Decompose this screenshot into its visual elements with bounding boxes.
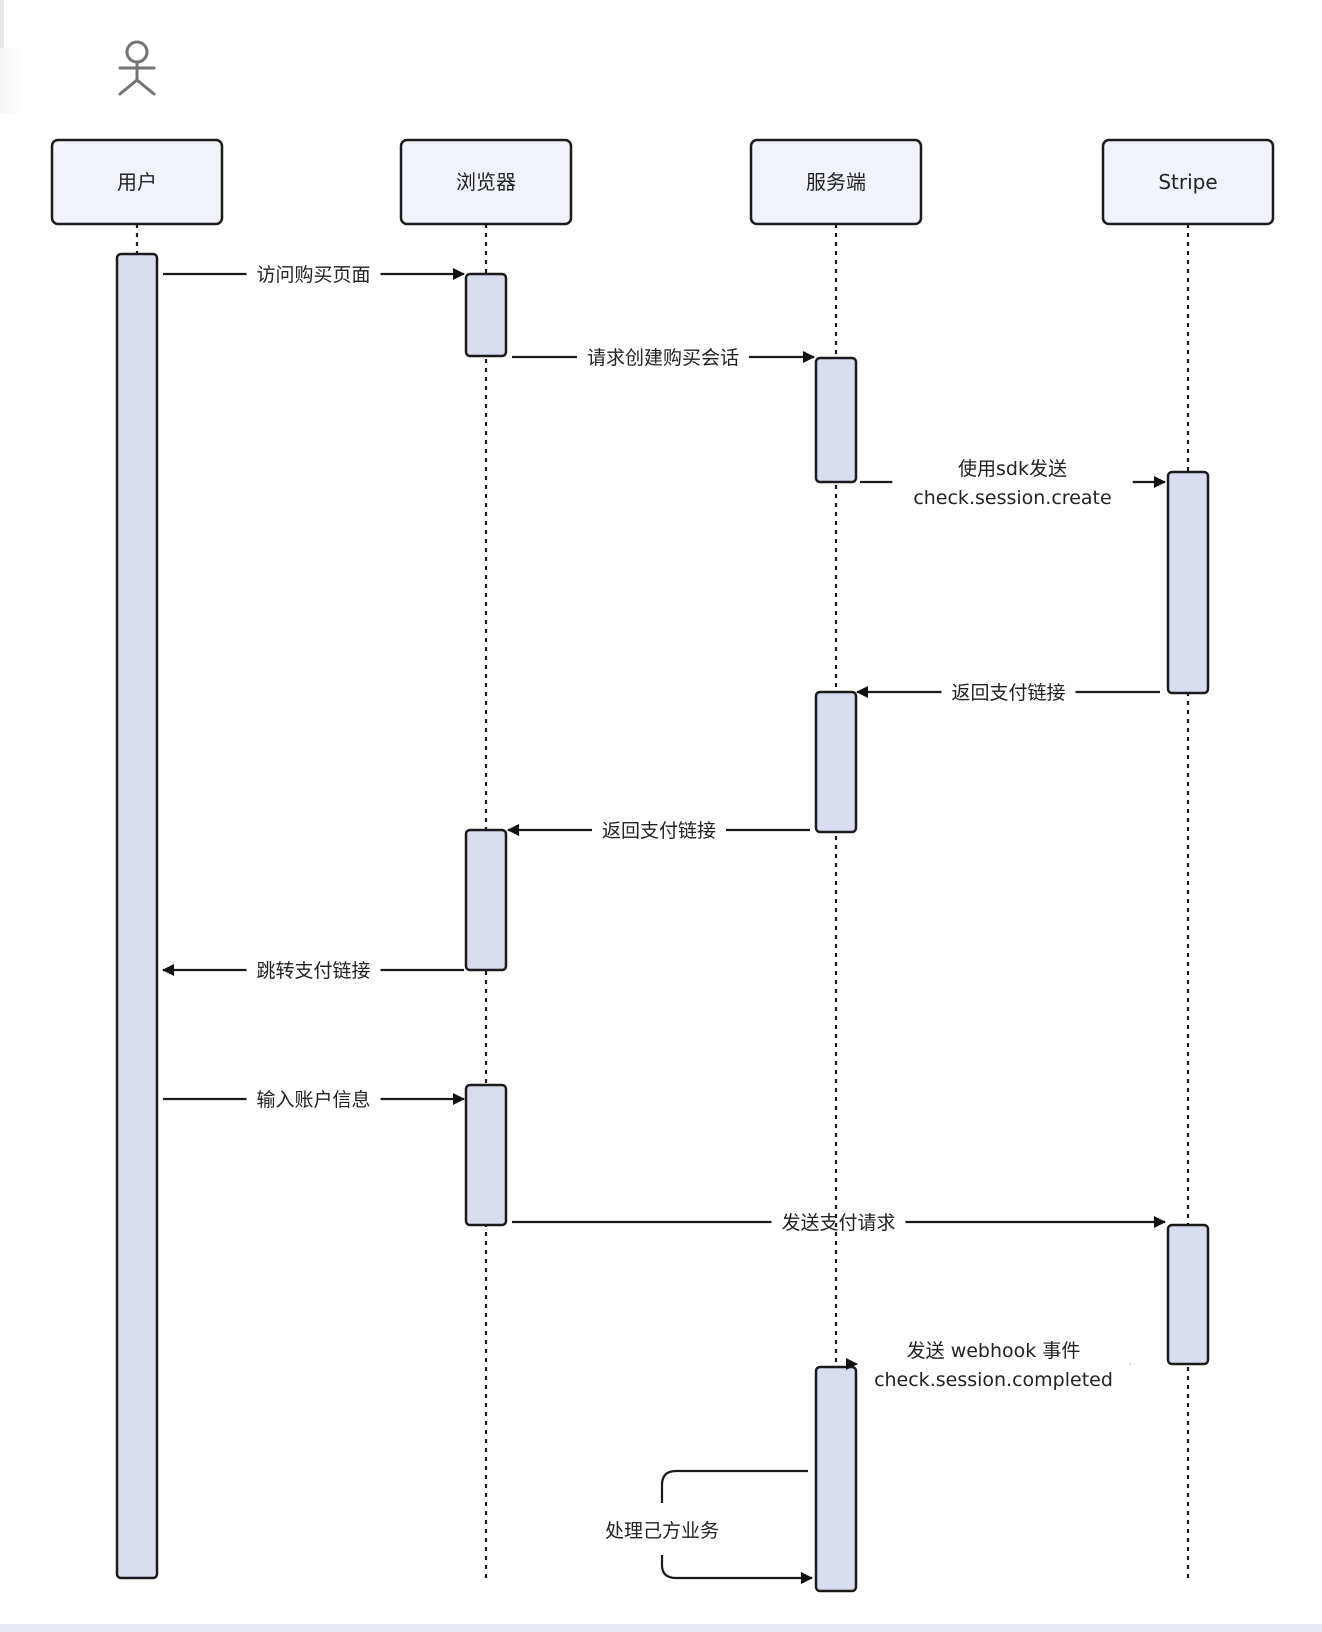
message-label-m9: 发送 webhook 事件 <box>907 1340 1081 1362</box>
message-label-m5: 返回支付链接 <box>602 820 716 842</box>
message-label-m6: 跳转支付链接 <box>256 960 370 982</box>
activation-bar-stripe <box>1166 470 1210 695</box>
participant-label-browser: 浏览器 <box>456 170 516 194</box>
self-loop-top <box>660 1469 808 1503</box>
message-m5: 返回支付链接 <box>507 820 810 842</box>
activation-bar-user <box>115 252 159 1580</box>
participant-box-server <box>749 138 923 226</box>
actor-icon <box>118 40 156 96</box>
activation-bar-browser <box>464 828 508 972</box>
message-label-m4: 返回支付链接 <box>951 682 1065 704</box>
participant-box-user <box>50 138 224 226</box>
activation-bar-stripe <box>1166 1223 1210 1366</box>
participant-label-user: 用户 <box>117 170 157 194</box>
activation-bar-browser <box>464 272 508 358</box>
message-m1: 访问购买页面 <box>163 264 465 286</box>
message-label-m9: check.session.completed <box>874 1369 1113 1391</box>
bottom-window-strip <box>0 1624 1322 1632</box>
participant-box-browser <box>399 138 573 226</box>
activation-bar-server <box>814 690 858 834</box>
message-label-m3: check.session.create <box>913 487 1111 509</box>
activation-bars <box>115 252 1210 1593</box>
message-label-m3: 使用sdk发送 <box>958 458 1067 480</box>
message-label-m10: 处理己方业务 <box>605 1520 719 1542</box>
message-m7: 输入账户信息 <box>163 1089 465 1111</box>
participant-label-stripe: Stripe <box>1158 170 1217 194</box>
message-m4: 返回支付链接 <box>856 682 1160 704</box>
message-label-m8: 发送支付请求 <box>781 1212 895 1234</box>
message-m6: 跳转支付链接 <box>162 960 464 982</box>
participant-box-stripe <box>1101 138 1275 226</box>
message-label-m1: 访问购买页面 <box>256 264 370 286</box>
message-m8: 发送支付请求 <box>512 1212 1166 1234</box>
activation-bar-server <box>814 356 858 484</box>
self-loop-bottom <box>660 1555 813 1584</box>
message-m3: 使用sdk发送 check.session.create <box>860 458 1166 509</box>
window-corner-tab <box>0 0 4 48</box>
message-m10: 处理己方业务 <box>605 1469 813 1584</box>
message-m9: 发送 webhook 事件 check.session.completed <box>846 1340 1131 1391</box>
activation-bar-server <box>814 1365 858 1593</box>
message-m2: 请求创建购买会话 <box>512 347 815 369</box>
message-label-m2: 请求创建购买会话 <box>587 347 739 369</box>
message-label-m7: 输入账户信息 <box>256 1089 370 1111</box>
activation-bar-browser <box>464 1083 508 1227</box>
window-corner-shade <box>0 48 22 114</box>
participant-headers: 用户 浏览器 服务端 Stripe <box>50 138 1275 226</box>
participant-label-server: 服务端 <box>806 170 866 194</box>
